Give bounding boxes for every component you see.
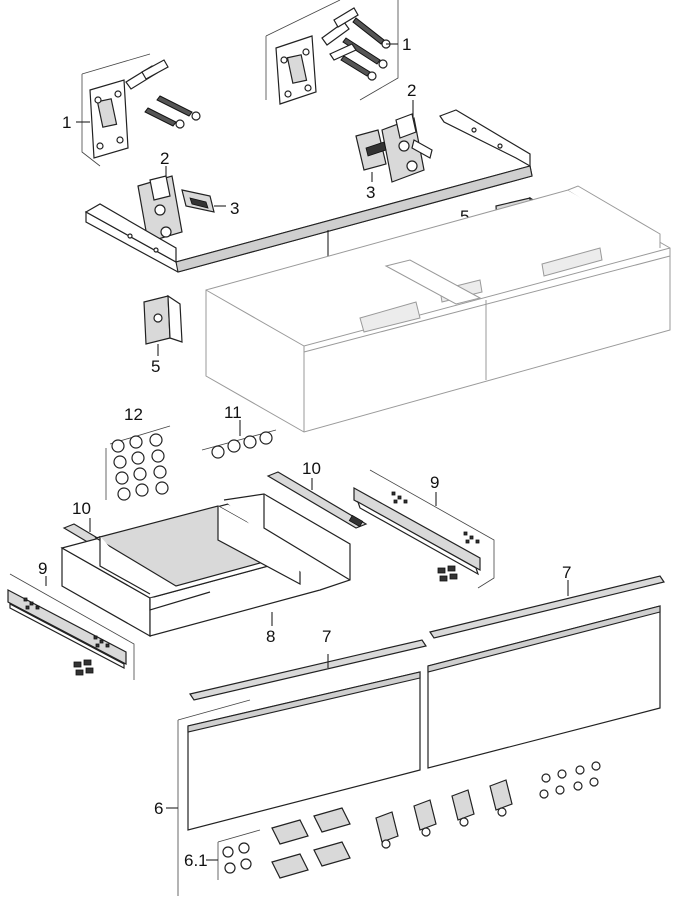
wall-bracket-set-left bbox=[81, 53, 201, 167]
hinge-adapters bbox=[375, 779, 513, 849]
label-wall-bracket-right: 1 bbox=[402, 35, 411, 54]
label-buffers: 11 bbox=[224, 403, 242, 422]
mounting-frame bbox=[84, 109, 533, 273]
label-runner-right: 9 bbox=[430, 473, 439, 492]
label-angle-left: 5 bbox=[151, 357, 160, 376]
front-panel-set bbox=[177, 605, 661, 896]
label-wall-bracket-left: 1 bbox=[62, 113, 71, 132]
cover-cap-right bbox=[355, 129, 387, 171]
suspension-fitting-left bbox=[137, 175, 183, 243]
handle-strip-right bbox=[429, 575, 665, 639]
label-suspension-right: 2 bbox=[407, 81, 416, 100]
handle-strip-left bbox=[189, 639, 427, 701]
label-front-panels: 6 bbox=[154, 799, 163, 818]
cover-cap-left bbox=[181, 189, 215, 213]
runner-left bbox=[7, 573, 135, 680]
label-cover-left: 3 bbox=[230, 199, 239, 218]
label-handle-strip-left: 7 bbox=[322, 627, 331, 646]
label-drawer: 8 bbox=[266, 627, 275, 646]
label-angle-right: 5 bbox=[460, 207, 469, 226]
label-caps: 12 bbox=[124, 405, 143, 424]
dowel-screw bbox=[321, 21, 388, 69]
label-runner-left: 9 bbox=[38, 559, 47, 578]
label-suspension-left: 2 bbox=[160, 149, 169, 168]
label-front-fittings: 6.1 bbox=[184, 851, 208, 870]
drawer-box bbox=[60, 493, 351, 638]
pin-set bbox=[539, 761, 601, 799]
clip-plate bbox=[271, 807, 351, 879]
front-fitting-set bbox=[217, 761, 601, 880]
suspension-fitting-right bbox=[381, 113, 433, 183]
label-drawer-strip-left: 10 bbox=[72, 499, 91, 518]
label-handle-strip-right: 7 bbox=[562, 563, 571, 582]
label-cover-right: 3 bbox=[366, 183, 375, 202]
wall-bracket-set-right bbox=[265, 0, 399, 105]
label-drawer-strip-right: 10 bbox=[302, 459, 321, 478]
runner-right bbox=[353, 469, 495, 589]
angle-bracket-left bbox=[143, 294, 183, 345]
buffer-set bbox=[201, 429, 277, 459]
cap-set bbox=[105, 425, 171, 501]
drawer-strip-right bbox=[266, 471, 368, 529]
cabinet-body bbox=[205, 185, 671, 433]
dowel-screw bbox=[333, 7, 391, 49]
